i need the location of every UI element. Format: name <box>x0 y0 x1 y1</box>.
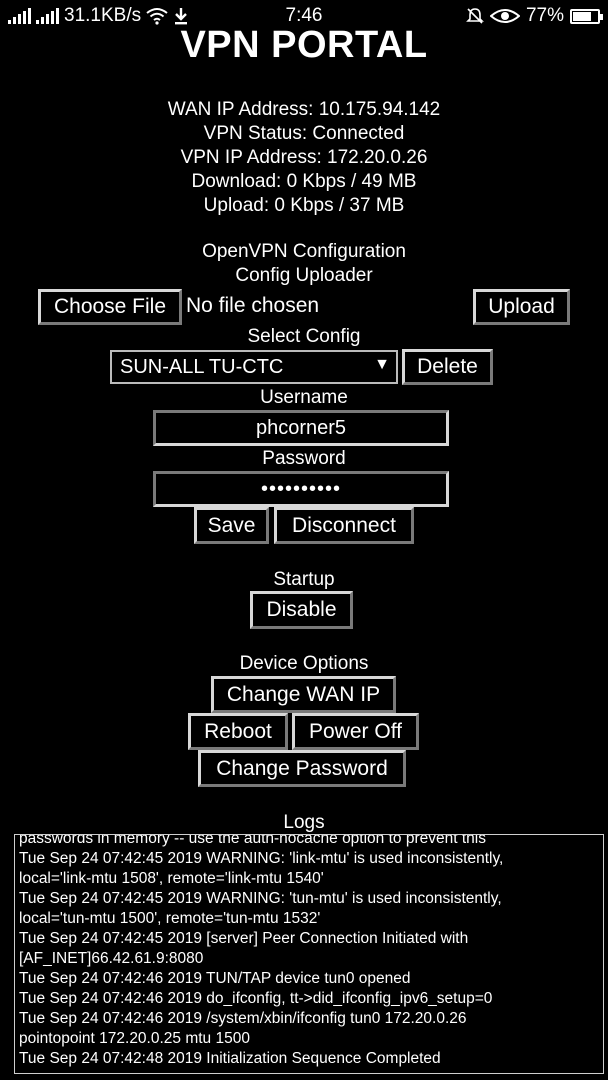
password-label: Password <box>262 448 346 469</box>
battery-icon <box>570 8 603 24</box>
log-line: Tue Sep 24 07:42:46 2019 /system/xbin/if… <box>19 1010 467 1027</box>
dropdown-arrow-icon: ▼ <box>374 356 390 373</box>
config-select[interactable]: SUN-ALL TU-CTC ▼ <box>110 350 398 384</box>
status-right: 77% <box>466 5 603 27</box>
clock: 7:46 <box>285 5 323 26</box>
log-line: passwords in memory -- use the auth-noca… <box>19 834 486 847</box>
log-line: Tue Sep 24 07:42:45 2019 WARNING: 'link-… <box>19 850 504 867</box>
username-label: Username <box>260 387 348 408</box>
logs-label: Logs <box>283 812 325 833</box>
vpn-ip-text: VPN IP Address: 172.20.0.26 <box>180 147 428 168</box>
network-speed: 31.1KB/s <box>64 5 142 26</box>
log-line: [AF_INET]66.42.61.9:8080 <box>19 950 204 967</box>
log-line: local='tun-mtu 1500', remote='tun-mtu 15… <box>19 910 321 927</box>
delete-button[interactable]: Delete <box>402 349 493 385</box>
logs-content: passwords in memory -- use the auth-noca… <box>19 834 599 1069</box>
page-title: VPN PORTAL <box>180 24 428 66</box>
log-line: Tue Sep 24 07:42:46 2019 TUN/TAP device … <box>19 970 411 987</box>
choose-file-button[interactable]: Choose File <box>38 289 182 325</box>
device-options-label: Device Options <box>239 653 369 674</box>
config-uploader-label: Config Uploader <box>235 265 373 286</box>
vpn-status-text: VPN Status: Connected <box>203 123 405 144</box>
save-button[interactable]: Save <box>194 507 269 544</box>
power-off-button[interactable]: Power Off <box>292 713 419 750</box>
openvpn-heading: OpenVPN Configuration <box>202 241 406 262</box>
log-line: Tue Sep 24 07:42:46 2019 do_ifconfig, tt… <box>19 990 493 1007</box>
startup-disable-button[interactable]: Disable <box>250 591 353 629</box>
eye-icon <box>489 9 520 23</box>
signal-icon <box>8 8 31 24</box>
connection-info: WAN IP Address: 10.175.94.142 VPN Status… <box>0 98 608 218</box>
wifi-icon <box>146 8 168 25</box>
upload-button[interactable]: Upload <box>473 289 570 325</box>
upload-text: Upload: 0 Kbps / 37 MB <box>203 195 405 216</box>
wan-ip-text: WAN IP Address: 10.175.94.142 <box>167 99 441 120</box>
change-wan-ip-button[interactable]: Change WAN IP <box>211 676 396 713</box>
username-input[interactable]: phcorner5 <box>153 410 449 446</box>
logs-textarea[interactable]: passwords in memory -- use the auth-noca… <box>14 834 604 1074</box>
download-text: Download: 0 Kbps / 49 MB <box>191 171 417 192</box>
log-line: local='link-mtu 1508', remote='link-mtu … <box>19 870 324 887</box>
select-config-label: Select Config <box>247 326 361 347</box>
status-bar: 31.1KB/s 7:46 77% <box>0 0 608 32</box>
disconnect-button[interactable]: Disconnect <box>274 507 414 544</box>
change-password-button[interactable]: Change Password <box>198 750 406 787</box>
startup-label: Startup <box>273 569 335 590</box>
reboot-button[interactable]: Reboot <box>188 713 288 750</box>
log-line: Tue Sep 24 07:42:48 2019 Initialization … <box>19 1050 441 1067</box>
password-input[interactable]: •••••••••• <box>153 471 449 507</box>
status-left: 31.1KB/s <box>8 5 189 27</box>
signal-icon-2 <box>36 8 59 24</box>
battery-percent: 77% <box>525 5 564 26</box>
config-select-value: SUN-ALL TU-CTC <box>120 355 284 378</box>
log-line: Tue Sep 24 07:42:45 2019 [server] Peer C… <box>19 930 469 947</box>
no-file-text: No file chosen <box>186 294 320 317</box>
log-line: pointopoint 172.20.0.25 mtu 1500 <box>19 1030 250 1047</box>
mute-icon <box>466 8 484 24</box>
download-icon <box>175 8 188 25</box>
log-line: Tue Sep 24 07:42:45 2019 WARNING: 'tun-m… <box>19 890 502 907</box>
